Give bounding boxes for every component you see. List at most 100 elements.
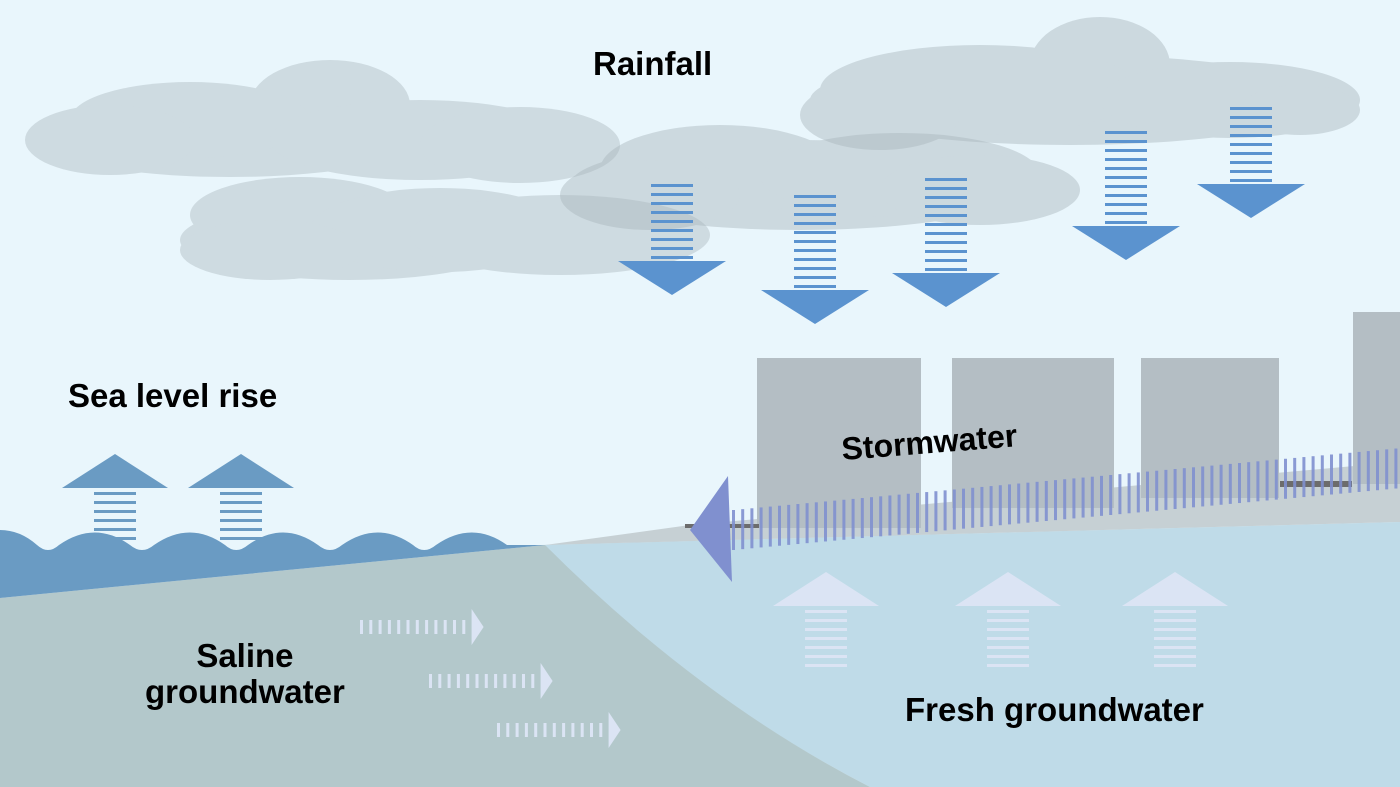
label-saline-groundwater: Saline groundwater bbox=[145, 637, 345, 711]
arrow-stripe bbox=[1247, 462, 1251, 503]
arrow-stripe bbox=[870, 497, 873, 538]
arrow-head bbox=[955, 572, 1061, 606]
arrow-stripe bbox=[562, 723, 566, 737]
arrow-stripe bbox=[1105, 185, 1147, 188]
arrow-stripe bbox=[1105, 131, 1147, 134]
arrow-stripe bbox=[1201, 466, 1205, 507]
arrow-stripe bbox=[794, 285, 836, 288]
arrow-stripe bbox=[1146, 471, 1149, 512]
arrow-stripe bbox=[1105, 140, 1147, 143]
arrow-stripe bbox=[651, 229, 693, 232]
arrow-stripe bbox=[794, 231, 836, 234]
arrow-stripe bbox=[512, 674, 516, 688]
arrow-stripe bbox=[794, 222, 836, 225]
arrow-stripe bbox=[987, 646, 1029, 649]
arrow-stripe bbox=[925, 232, 967, 235]
arrow-stripe bbox=[1105, 158, 1147, 161]
rain-arrow bbox=[1072, 131, 1180, 260]
arrow-stripe bbox=[1376, 450, 1379, 491]
arrow-stripe bbox=[987, 664, 1029, 667]
arrow-stripe bbox=[506, 723, 510, 737]
arrow-stripe bbox=[94, 528, 136, 531]
arrow-stripe bbox=[794, 276, 836, 279]
arrow-stripe bbox=[497, 723, 500, 737]
arrow-stripe bbox=[590, 723, 593, 737]
arrow-stripe bbox=[732, 510, 735, 550]
arrow-head bbox=[690, 476, 732, 582]
arrow-stripe bbox=[787, 504, 791, 545]
arrow-stripe bbox=[1230, 179, 1272, 182]
arrow-stripe bbox=[1008, 484, 1011, 525]
arrow-stripe bbox=[1173, 469, 1177, 510]
building bbox=[757, 358, 921, 528]
building bbox=[1141, 358, 1279, 498]
arrow-stripe bbox=[94, 537, 136, 540]
arrow-stripe bbox=[768, 506, 772, 547]
arrow-stripe bbox=[220, 528, 262, 531]
arrow-stripe bbox=[824, 501, 827, 542]
arrow-stripe bbox=[925, 259, 967, 262]
arrow-head bbox=[773, 572, 879, 606]
arrow-stripe bbox=[1339, 453, 1343, 494]
arrow-stripe bbox=[897, 494, 901, 535]
arrow-stripe bbox=[989, 486, 993, 527]
arrow-stripe bbox=[1154, 619, 1196, 622]
arrow-stripe bbox=[1394, 448, 1398, 489]
arrow-stripe bbox=[925, 187, 967, 190]
arrow-stripe bbox=[934, 491, 938, 532]
arrow-stripe bbox=[453, 620, 456, 634]
label-rainfall: Rainfall bbox=[593, 45, 713, 82]
arrow-stripe bbox=[1154, 628, 1196, 631]
arrow-stripe bbox=[1230, 161, 1272, 164]
arrow-stripe bbox=[1385, 449, 1389, 490]
rain-arrow bbox=[761, 195, 869, 324]
arrow-stripe bbox=[1136, 472, 1140, 513]
arrow-stripe bbox=[987, 619, 1029, 622]
arrow-stripe bbox=[879, 496, 883, 537]
fresh-groundwater-arrow bbox=[1122, 572, 1228, 667]
arrow-stripe bbox=[998, 485, 1002, 526]
sea bbox=[0, 530, 545, 598]
arrow-stripe bbox=[814, 502, 818, 543]
rain-arrow bbox=[618, 184, 726, 295]
arrow-stripe bbox=[1105, 221, 1147, 224]
arrow-stripe bbox=[943, 490, 947, 531]
arrow-stripe bbox=[515, 723, 519, 737]
arrow-head bbox=[540, 663, 553, 699]
arrow-stripe bbox=[925, 196, 967, 199]
arrow-stripe bbox=[925, 223, 967, 226]
buildings bbox=[757, 312, 1400, 528]
arrow-stripe bbox=[925, 178, 967, 181]
arrow-stripe bbox=[651, 202, 693, 205]
sea-level-arrows bbox=[62, 454, 294, 540]
arrow-head bbox=[618, 261, 726, 295]
arrow-stripe bbox=[1230, 134, 1272, 137]
arrow-stripe bbox=[1330, 454, 1333, 495]
arrow-stripe bbox=[651, 184, 693, 187]
arrow-stripe bbox=[1219, 464, 1223, 505]
arrow-stripe bbox=[805, 619, 847, 622]
arrow-stripe bbox=[580, 723, 584, 737]
arrow-stripe bbox=[220, 519, 262, 522]
arrow-stripe bbox=[1164, 469, 1168, 510]
arrow-stripe bbox=[531, 674, 535, 688]
arrow-stripe bbox=[524, 723, 528, 737]
arrow-head bbox=[1122, 572, 1228, 606]
arrow-stripe bbox=[369, 620, 373, 634]
arrow-stripe bbox=[1118, 474, 1122, 515]
arrow-stripe bbox=[1265, 460, 1269, 501]
arrow-stripe bbox=[906, 493, 910, 534]
arrow-stripe bbox=[1063, 479, 1067, 520]
arrow-stripe bbox=[220, 492, 262, 495]
arrow-stripe bbox=[860, 498, 864, 539]
arrow-stripe bbox=[1320, 455, 1324, 496]
arrow-stripe bbox=[750, 508, 754, 549]
arrow-stripe bbox=[651, 193, 693, 196]
label-saline-line1: Saline bbox=[196, 637, 294, 674]
arrow-stripe bbox=[1348, 452, 1352, 493]
arrow-stripe bbox=[925, 205, 967, 208]
arrow-stripe bbox=[429, 674, 432, 688]
arrow-stripe bbox=[94, 492, 136, 495]
fresh-groundwater-arrow bbox=[955, 572, 1061, 667]
rain-arrow bbox=[892, 178, 1000, 307]
